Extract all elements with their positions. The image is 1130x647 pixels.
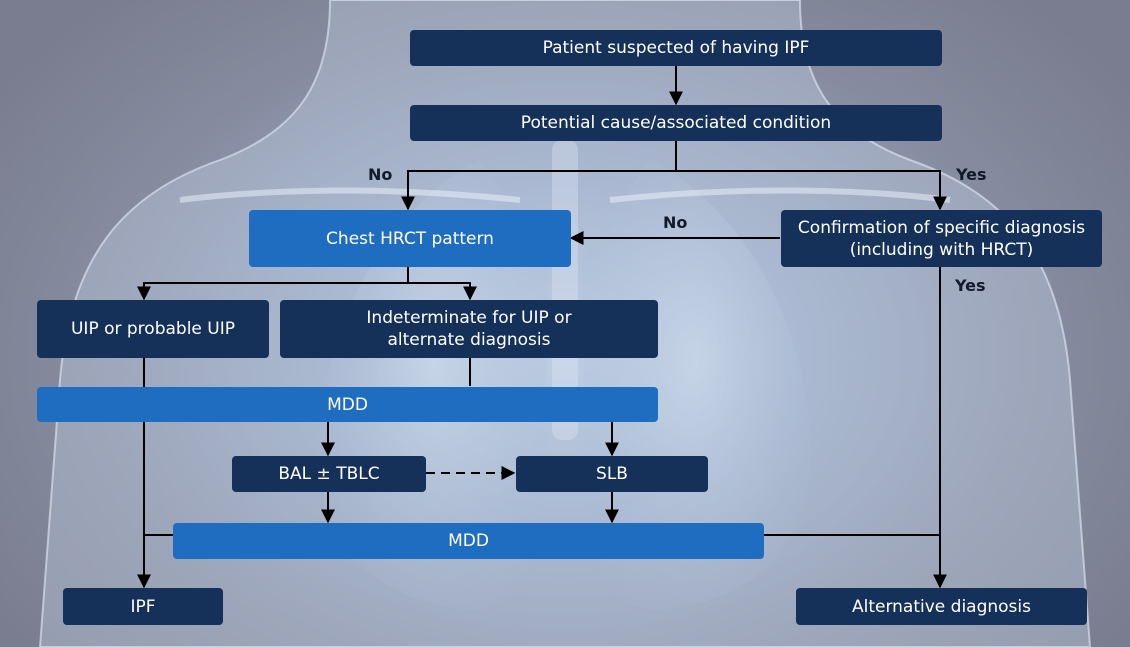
node-indeterminate: Indeterminate for UIP or alternate diagn… (280, 300, 658, 358)
node-confirmation: Confirmation of specific diagnosis (incl… (781, 210, 1102, 267)
arrow-cause-yes-to-confirmation (676, 170, 947, 211)
node-slb: SLB (516, 456, 708, 492)
arrow-cause-no-to-hrct (401, 141, 677, 211)
edge-label-no-left: No (368, 165, 393, 184)
node-alternative-diagnosis: Alternative diagnosis (796, 588, 1087, 625)
node-ipf: IPF (63, 588, 223, 625)
node-mdd-bottom: MDD (173, 523, 764, 559)
node-uip: UIP or probable UIP (37, 300, 269, 358)
edge-label-no-middle: No (663, 213, 688, 232)
arrow-hrct-to-indeterminate (408, 282, 477, 301)
node-mdd-top: MDD (37, 387, 658, 422)
edge-label-yes-right: Yes (956, 165, 987, 184)
node-bal-tblc: BAL ± TBLC (232, 456, 426, 492)
arrow-hrct-to-uip (137, 267, 409, 301)
edge-label-yes-lower: Yes (955, 276, 986, 295)
node-patient-suspected: Patient suspected of having IPF (410, 30, 942, 66)
node-potential-cause: Potential cause/associated condition (410, 105, 942, 141)
node-chest-hrct: Chest HRCT pattern (249, 210, 571, 267)
